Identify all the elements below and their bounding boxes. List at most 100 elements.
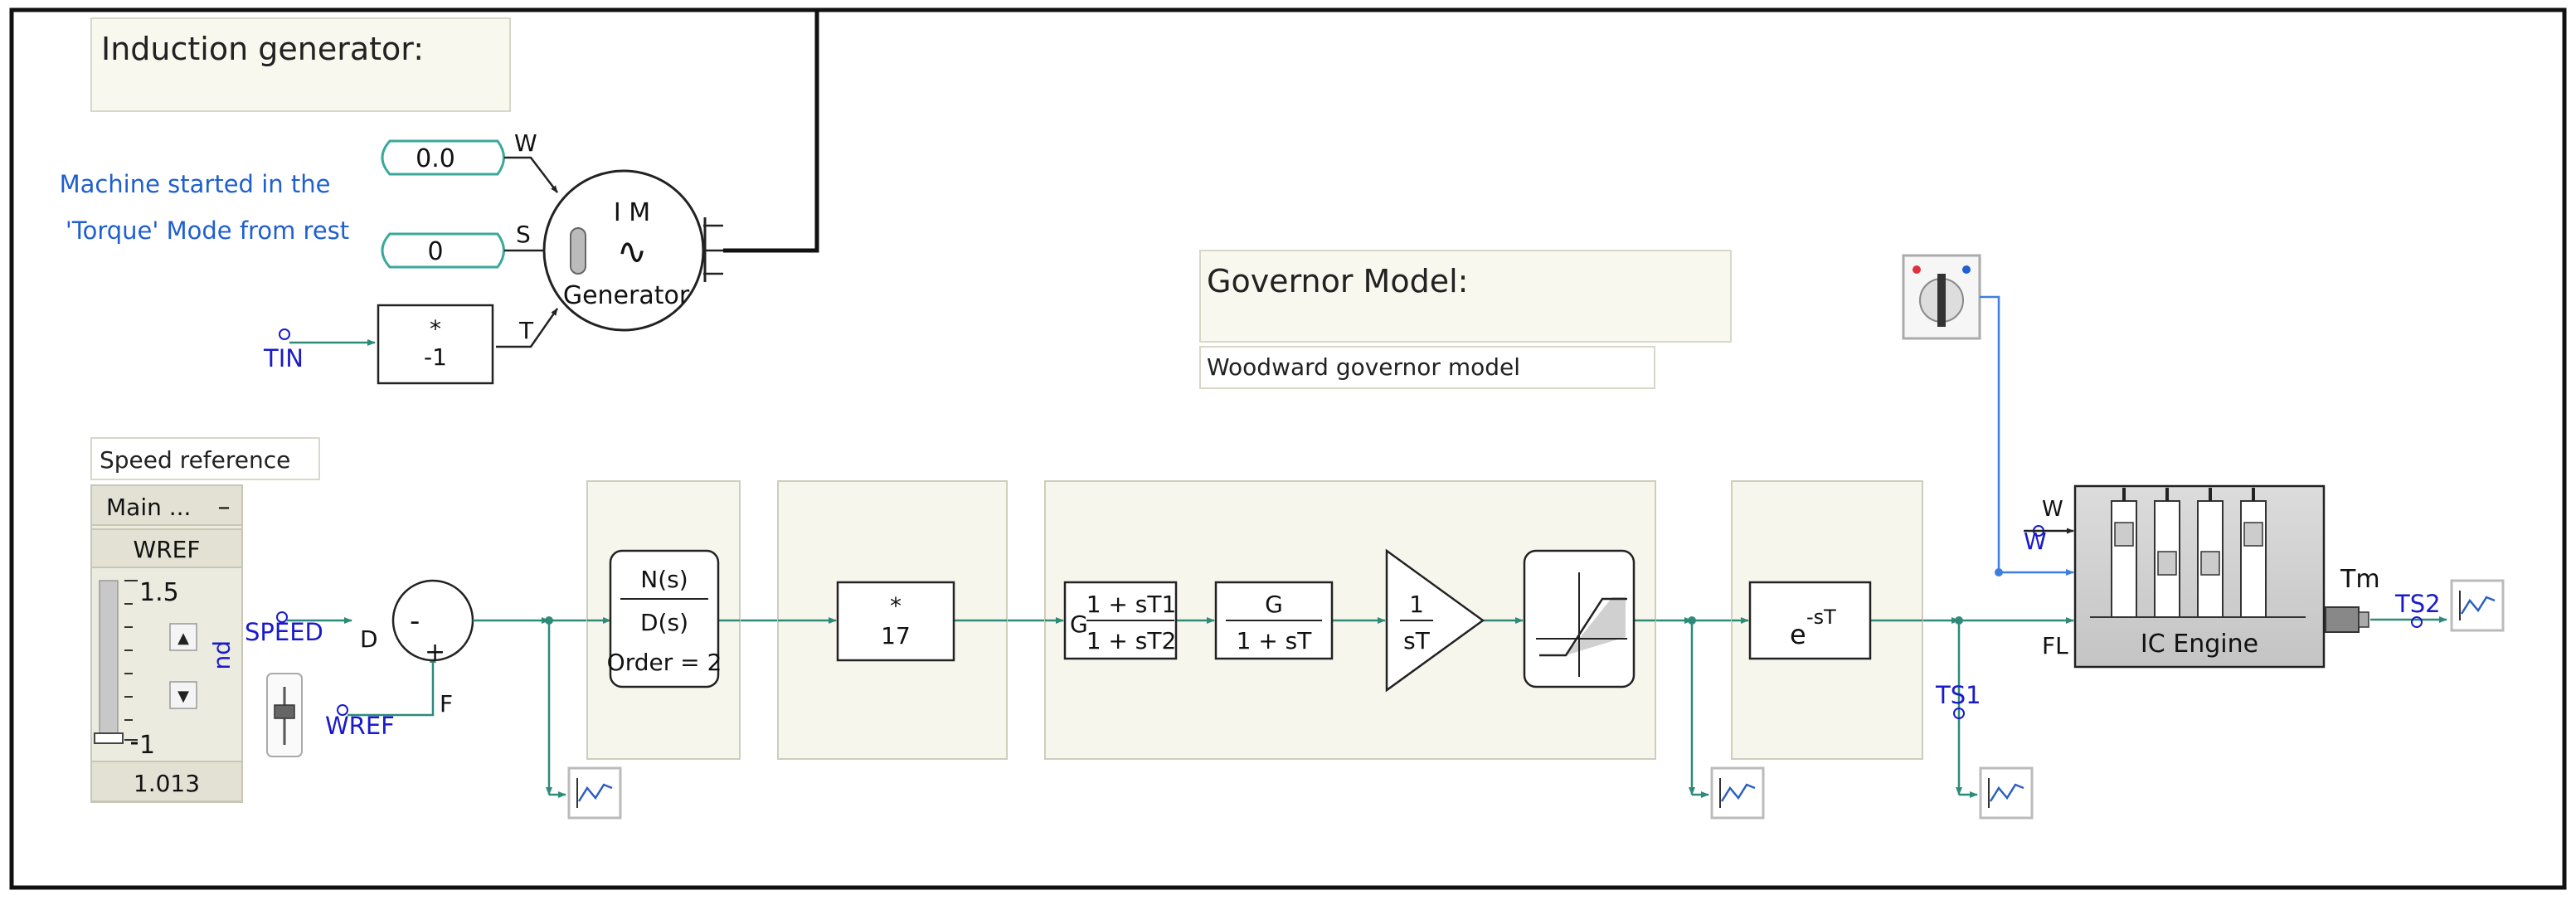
port-w-label: W xyxy=(514,129,537,157)
signal-tin: TIN xyxy=(263,344,304,372)
slider-thumb[interactable] xyxy=(94,732,124,744)
scope-3-graph-icon xyxy=(1989,783,2024,802)
scope-2-graph-icon xyxy=(1720,783,1756,802)
delay-block[interactable]: e -sT xyxy=(1748,581,1872,660)
tf-denominator: D(s) xyxy=(640,609,688,636)
slider-minimize-button[interactable]: – xyxy=(218,493,231,522)
summer-minus: - xyxy=(410,605,420,638)
engine-shaft-icon xyxy=(2325,606,2369,633)
integrator-block[interactable]: 1 sT xyxy=(1385,548,1485,693)
source-s[interactable]: 0 xyxy=(381,232,505,269)
delay-base: e xyxy=(1790,619,1806,650)
slider-down-icon: ▼ xyxy=(177,688,189,705)
engine-output-label: Tm xyxy=(2340,565,2380,594)
integrator-den: sT xyxy=(1403,627,1431,654)
transfer-function-block[interactable]: N(s) D(s) Order = 2 xyxy=(607,549,722,688)
limiter-block[interactable] xyxy=(1523,549,1636,688)
wire-wref-to-summer xyxy=(348,654,436,717)
wire-switch-to-engine xyxy=(1980,295,2074,576)
signal-wref-node xyxy=(337,704,348,716)
slider-value: 1.013 xyxy=(134,770,200,797)
summer-plus: + xyxy=(425,638,445,667)
slider-name-bar xyxy=(90,528,243,568)
machine-power-wire xyxy=(723,12,819,253)
engine-label: IC Engine xyxy=(2141,630,2258,659)
ic-engine-block[interactable]: IC Engine xyxy=(2073,484,2326,669)
port-t-label: T xyxy=(518,317,534,344)
canvas-border xyxy=(9,7,2567,890)
signal-speed-node xyxy=(276,611,288,623)
lag-block[interactable]: G 1 + sT xyxy=(1214,581,1334,660)
note-line-2: 'Torque' Mode from rest xyxy=(66,216,349,245)
delay-exponent: -sT xyxy=(1806,606,1836,629)
gain-neg-value: -1 xyxy=(424,343,447,371)
source-w[interactable]: 0.0 xyxy=(381,139,505,176)
machine-ac-icon: ∿ xyxy=(617,231,648,273)
governor-title: Governor Model: xyxy=(1207,263,1468,299)
integrator-num: 1 xyxy=(1409,591,1424,618)
junction-dot-3 xyxy=(1955,616,1963,625)
meter-scope-2[interactable] xyxy=(1710,766,1765,820)
limiter-curve-icon xyxy=(1539,597,1627,657)
note-line-1: Machine started in the xyxy=(60,170,331,198)
machine-label-1: I M xyxy=(614,198,650,227)
slider-panel-header-label: Main ... xyxy=(106,494,191,521)
slider-up-button[interactable] xyxy=(169,623,197,651)
scope-1-graph-icon xyxy=(577,783,613,802)
scope-4-graph-icon xyxy=(2460,596,2496,615)
slider-up-icon: ▲ xyxy=(177,630,189,647)
slider-down-button[interactable] xyxy=(169,681,197,709)
governor-title-box[interactable] xyxy=(1199,250,1732,343)
slider-name: WREF xyxy=(134,536,201,563)
wire-t-to-machine xyxy=(496,308,559,348)
lead-lag-gain: G xyxy=(1070,611,1088,638)
signal-ts1-node xyxy=(1953,708,1965,719)
limiter-shade xyxy=(1539,597,1626,655)
summer-d-label: D xyxy=(360,625,378,653)
engine-port-w: W xyxy=(2042,497,2063,522)
slider-ticks xyxy=(124,580,138,741)
gain-17-block[interactable]: * 17 xyxy=(836,581,955,662)
slider-track[interactable] xyxy=(99,580,119,739)
signal-tin-node xyxy=(279,328,290,340)
wref-slider-control[interactable] xyxy=(266,673,303,757)
junction-dot-1 xyxy=(545,616,553,625)
source-w-value: 0.0 xyxy=(416,144,455,173)
governor-subtitle-box[interactable] xyxy=(1199,346,1655,389)
induction-title: Induction generator: xyxy=(101,31,424,67)
summer-f-label: F xyxy=(440,690,453,718)
rotary-switch[interactable] xyxy=(1902,254,1981,340)
machine-rotor-icon xyxy=(570,227,586,275)
gain-neg-op: * xyxy=(430,315,441,343)
slider-panel-header[interactable] xyxy=(90,484,243,526)
lag-num: G xyxy=(1265,591,1283,618)
gain-negative-one[interactable]: * -1 xyxy=(377,304,494,385)
engine-cylinders-icon xyxy=(2090,488,2306,618)
slider-min-label: 1 xyxy=(139,731,155,760)
source-s-value: 0 xyxy=(427,237,443,266)
speed-reference-label: Speed reference xyxy=(100,446,290,474)
machine-shaft-connector xyxy=(703,217,723,282)
slider-panel: Main ... – WREF 1.5 1 ▲ ▼ pu 1.013 xyxy=(90,484,243,803)
lag-den: 1 + sT xyxy=(1237,627,1313,654)
junction-dot-switch xyxy=(1995,568,2003,576)
meter-scope-3[interactable] xyxy=(1979,766,2034,820)
switch-blue-dot xyxy=(1962,265,1971,274)
lead-lag-block[interactable]: G 1 + sT1 1 + sT2 xyxy=(1063,581,1178,660)
meter-scope-1[interactable] xyxy=(567,766,622,820)
switch-red-dot xyxy=(1913,265,1921,274)
signal-ts2-node xyxy=(2411,616,2423,628)
summing-junction[interactable]: - + xyxy=(391,579,474,667)
governor-subtitle: Woodward governor model xyxy=(1207,353,1520,381)
induction-title-box[interactable] xyxy=(90,17,511,112)
speed-reference-box[interactable] xyxy=(90,437,320,480)
tf-numerator: N(s) xyxy=(640,566,688,593)
tf-order: Order = 2 xyxy=(607,649,722,676)
induction-machine[interactable]: I M ∿ Generator xyxy=(542,169,705,332)
machine-label-2: Generator xyxy=(563,281,690,310)
slider-max-label: 1.5 xyxy=(139,578,179,607)
meter-scope-4[interactable] xyxy=(2450,579,2505,632)
lead-lag-num: 1 + sT1 xyxy=(1086,591,1177,618)
signal-ts2: TS2 xyxy=(2394,590,2441,618)
